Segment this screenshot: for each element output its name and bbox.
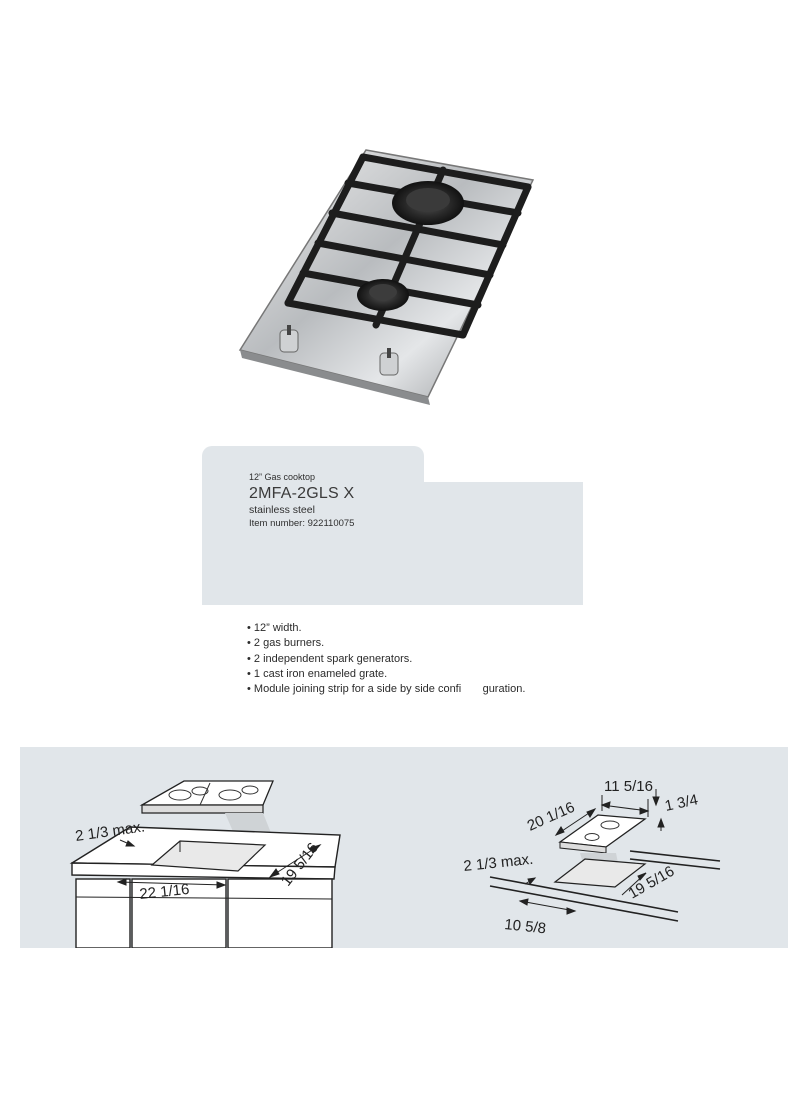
left-width: 22 1/16	[139, 881, 191, 903]
right-cutout-width: 10 5/8	[504, 916, 547, 937]
right-height: 1 3/4	[663, 791, 699, 815]
feature-item: • 2 independent spark generators.	[247, 652, 413, 665]
info-panel-tab	[202, 446, 424, 486]
right-installation-drawing: 11 5/16 1 3/4 20 1/16 2 1/3 max. 19 5/16…	[463, 778, 721, 937]
product-item-number: Item number: 922110075	[249, 518, 355, 529]
product-finish: stainless steel	[249, 504, 315, 516]
feature-item: • Module joining strip for a side by sid…	[247, 683, 526, 696]
info-panel	[202, 482, 583, 605]
feature-item: • 2 gas burners.	[247, 637, 325, 650]
right-top-width: 11 5/16	[604, 778, 653, 795]
feature-item: • 1 cast iron enameled grate.	[247, 667, 388, 680]
product-model: 2MFA-2GLS X	[249, 485, 355, 502]
left-installation-drawing: 2 1/3 max. 22 1/16 19 5/16	[69, 780, 341, 948]
feature-list: • 12” width. • 2 gas burners. • 2 indepe…	[247, 621, 525, 697]
dimension-drawings: 2 1/3 max. 22 1/16 19 5/16	[20, 747, 788, 948]
feature-item: • 12” width.	[247, 622, 302, 634]
product-subtitle: 12” Gas cooktop	[249, 472, 316, 482]
right-depth-max: 2 1/3 max.	[463, 851, 534, 875]
right-length: 20 1/16	[525, 799, 578, 835]
product-photo	[228, 135, 558, 420]
